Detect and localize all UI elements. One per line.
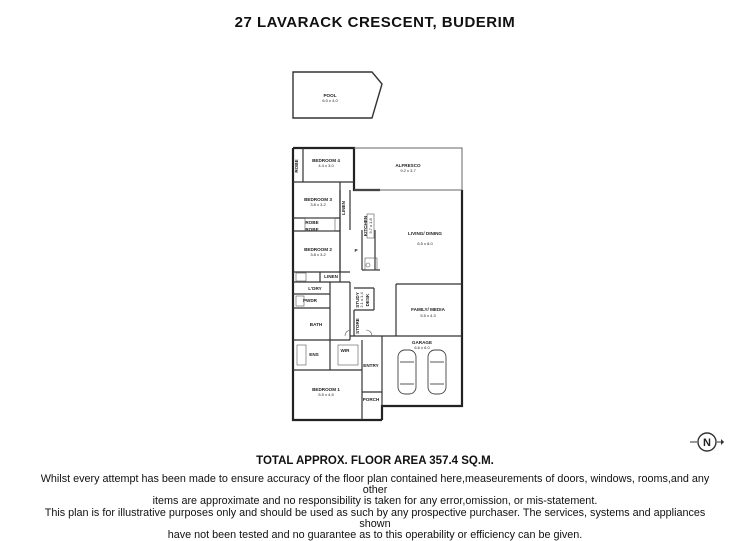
disclaimer-line: items are approximate and no responsibil… [152, 495, 598, 508]
room-dims-bedroom3: 3.8 x 3.2 [310, 202, 326, 207]
room-label-desk: DESK [365, 293, 370, 306]
disclaimer-line: Whilst every attempt has been made to en… [40, 473, 710, 497]
room-dims-kitchen: 3.7 x 1.8 [368, 218, 373, 234]
room-dims-bedroom2: 3.8 x 3.2 [310, 252, 326, 257]
room-label-bedroom2: BEDROOM 2 [304, 247, 332, 252]
total-floor-area: TOTAL APPROX. FLOOR AREA 357.4 SQ.M. [256, 455, 494, 467]
fixtures [295, 213, 378, 366]
room-label-pantry: P [354, 248, 357, 253]
room-label-entry: ENTRY [363, 363, 378, 368]
room-label-ens: ENS [309, 352, 318, 357]
room-dims-family: 5.5 x 4.3 [420, 313, 436, 318]
room-dims-pool: 6.0 x 4.0 [322, 98, 338, 103]
pool [292, 71, 383, 119]
car-icon [427, 349, 447, 395]
room-label-garage: GARAGE [412, 340, 432, 345]
room-label-alfresco: ALFRESCO [395, 163, 421, 168]
disclaimer: Whilst every attempt has been made to en… [40, 473, 710, 541]
room-label-pwdr: PWDR [303, 298, 318, 303]
room-label-bedroom4: BEDROOM 4 [312, 158, 340, 163]
disclaimer-line: This plan is for illustrative purposes o… [44, 506, 706, 530]
alfresco-outline [354, 147, 463, 191]
room-label-robe-3: ROBE [305, 227, 318, 232]
room-label-linen-1: LINEN [341, 200, 346, 214]
room-dims-study: 2.1 x 1.4 [359, 292, 364, 308]
room-label-living: LIVING/ DINING [408, 231, 442, 236]
room-label-kitchen: KITCHEN [363, 215, 368, 236]
room-label-store: STORE [355, 318, 360, 334]
north-compass-icon: N [690, 432, 724, 452]
room-dims-alfresco: 9.2 x 3.7 [400, 168, 416, 173]
room-label-study: STUDY [355, 292, 360, 308]
room-label-laundry: L'DRY [308, 286, 321, 291]
room-dims-bedroom4: 4.4 x 3.0 [318, 163, 334, 168]
room-label-robe-1: ROBE [294, 159, 299, 172]
property-title: 27 LAVARACK CRESCENT, BUDERIM [234, 14, 516, 31]
room-label-porch: PORCH [363, 397, 380, 402]
compass-label: N [703, 437, 711, 449]
floor-plan: POOL 6.0 x 4.0 BEDROOM 4 4.4 x 3.0 ALFRE… [291, 71, 464, 422]
room-dims-living: 6.5 x 8.0 [417, 241, 433, 246]
room-label-bedroom1: BEDROOM 1 [312, 387, 340, 392]
disclaimer-line: have not been tested and no guarantee as… [167, 529, 583, 541]
room-dims-bedroom1: 5.5 x 4.5 [318, 392, 334, 397]
room-label-linen-2: LINEN [324, 274, 338, 279]
interior-walls [293, 148, 462, 420]
room-label-bath: BATH [310, 322, 323, 327]
room-label-pool: POOL [323, 93, 336, 98]
room-label-bedroom3: BEDROOM 3 [304, 197, 332, 202]
room-label-wir: WIR [341, 348, 351, 353]
room-label-family: FAMILY/ MEDIA [411, 307, 445, 312]
room-label-robe-2: ROBE [305, 220, 318, 225]
room-dims-garage: 6.6 x 6.0 [414, 345, 430, 350]
car-icon [397, 349, 417, 395]
